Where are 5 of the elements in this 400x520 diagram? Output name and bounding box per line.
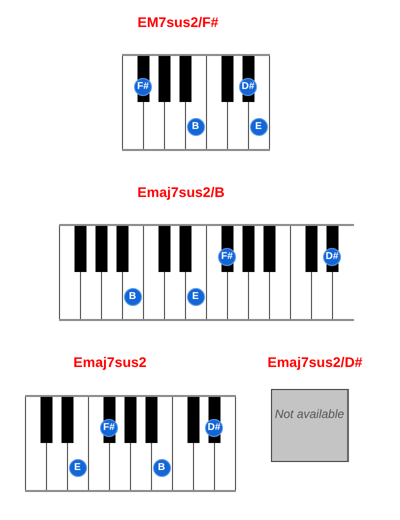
chord-name: Emaj7sus2 bbox=[73, 354, 147, 370]
not-available-panel: Not available bbox=[271, 389, 349, 462]
chord-name: Emaj7sus2/B bbox=[137, 184, 225, 200]
chord-name: Emaj7sus2/D# bbox=[268, 354, 362, 370]
chord-name: EM7sus2/F# bbox=[138, 14, 218, 30]
